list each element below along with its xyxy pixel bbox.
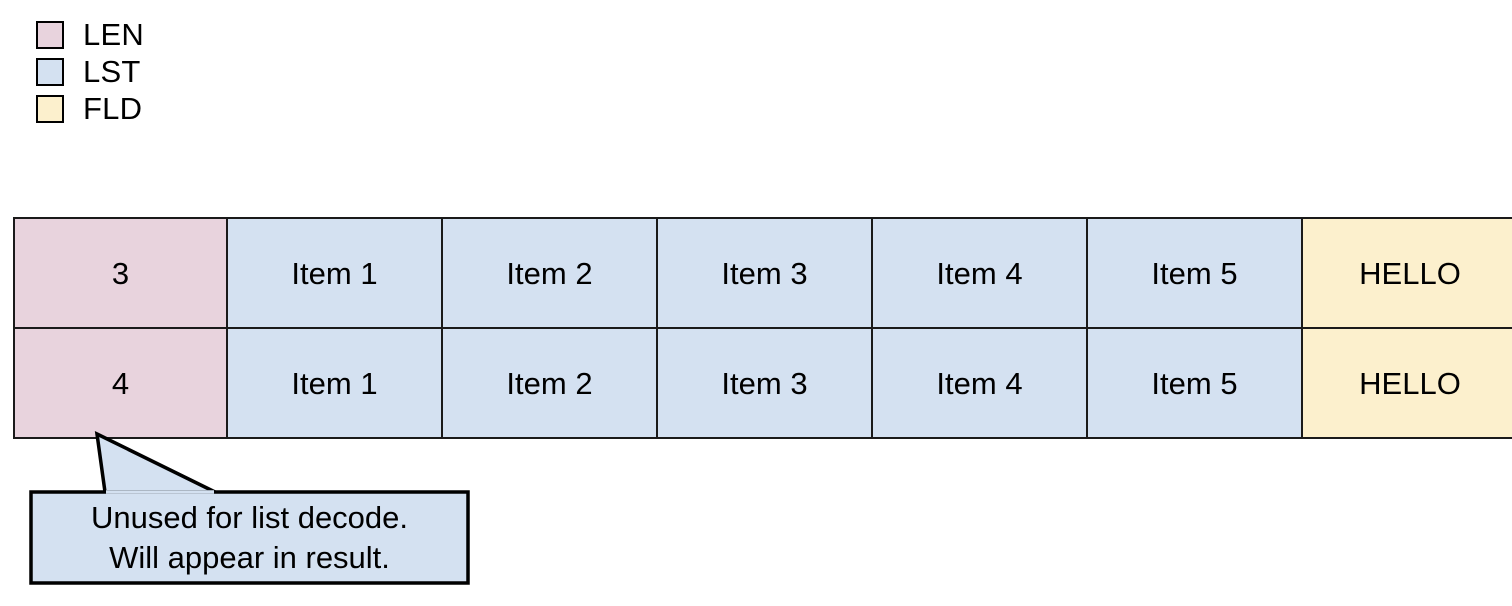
legend-label-fld: FLD (83, 91, 143, 126)
cell-lst4-row2: Item 4 (871, 327, 1088, 439)
callout-line-2: Will appear in result. (109, 540, 390, 575)
fld-swatch-icon (36, 94, 64, 123)
cell-lst1-row1: Item 1 (226, 217, 443, 329)
cell-lst4-row1: Item 4 (871, 217, 1088, 329)
cell-lst3-row1: Item 3 (656, 217, 873, 329)
table-body: 3 Item 1 Item 2 Item 3 Item 4 Item 5 HEL… (13, 217, 1512, 439)
cell-len-row1: 3 (13, 217, 228, 329)
record-layout-table: 3 Item 1 Item 2 Item 3 Item 4 Item 5 HEL… (13, 217, 1512, 439)
legend-item-fld: FLD (36, 90, 436, 127)
callout-text: Unused for list decode. Will appear in r… (31, 492, 468, 584)
cell-lst2-row1: Item 2 (441, 217, 658, 329)
legend-item-lst: LST (36, 53, 436, 90)
cell-lst2-row2: Item 2 (441, 327, 658, 439)
cell-fld-row1: HELLO (1301, 217, 1512, 329)
cell-len-row2: 4 (13, 327, 228, 439)
cell-lst3-row2: Item 3 (656, 327, 873, 439)
legend-label-lst: LST (83, 54, 141, 89)
callout-line-1: Unused for list decode. (90, 500, 409, 535)
lst-swatch-icon (36, 57, 64, 86)
cell-lst5-row1: Item 5 (1086, 217, 1303, 329)
cell-lst5-row2: Item 5 (1086, 327, 1303, 439)
table-row: 4 Item 1 Item 2 Item 3 Item 4 Item 5 HEL… (13, 327, 1512, 439)
legend: LEN LST FLD (36, 16, 436, 127)
cell-lst1-row2: Item 1 (226, 327, 443, 439)
callout-tail-shape (94, 430, 216, 494)
legend-label-len: LEN (83, 17, 144, 52)
len-swatch-icon (36, 20, 64, 49)
table-row: 3 Item 1 Item 2 Item 3 Item 4 Item 5 HEL… (13, 217, 1512, 329)
cell-fld-row2: HELLO (1301, 327, 1512, 439)
legend-item-len: LEN (36, 16, 436, 53)
